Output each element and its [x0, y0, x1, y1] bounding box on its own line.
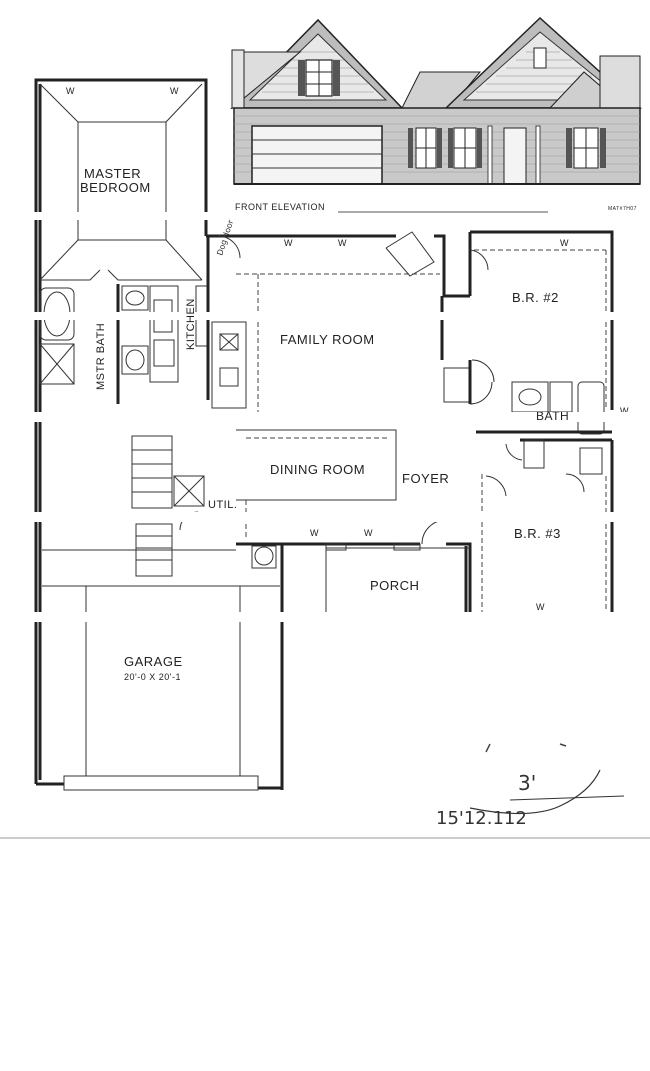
window-mark: W: [66, 86, 75, 96]
garage-size-label: 20'-0 X 20'-1: [124, 672, 181, 682]
elevation-stamp: MAT#7H07: [608, 206, 637, 212]
bath-label: BATH: [536, 409, 569, 423]
window-mark: W: [536, 602, 545, 612]
dimension-note: 3': [518, 771, 536, 795]
family-room-label: FAMILY ROOM: [280, 332, 375, 347]
window-mark: W: [284, 238, 293, 248]
foyer-label: FOYER: [402, 471, 449, 486]
window-mark: W: [338, 238, 347, 248]
utility-label: UTIL.: [208, 499, 237, 511]
code-note: 15'12.112: [436, 808, 527, 829]
window-mark: W: [364, 528, 373, 538]
dining-room-label: DINING ROOM: [270, 462, 365, 477]
bedroom-3-label: B.R. #3: [514, 526, 561, 541]
window-markers: W W W W W W W W W: [66, 86, 629, 612]
window-mark: W: [170, 86, 179, 96]
window-mark: W: [620, 406, 629, 416]
floor-plan-walls: [34, 78, 614, 791]
window-mark: W: [560, 238, 569, 248]
window-mark: W: [310, 528, 319, 538]
master-bedroom-label: BEDROOM: [80, 180, 151, 195]
door-swings: [179, 235, 585, 545]
porch-label: PORCH: [370, 578, 419, 593]
handwritten-strokes: [469, 743, 625, 815]
master-bath-label: MSTR BATH: [95, 323, 107, 390]
front-elevation-title: FRONT ELEVATION: [235, 202, 325, 212]
scan-artifacts: [0, 212, 650, 622]
garage-label: GARAGE: [124, 654, 183, 669]
front-elevation: [230, 16, 642, 213]
kitchen-label: KITCHEN: [185, 298, 197, 350]
master-bedroom-label: MASTER: [84, 166, 141, 181]
bedroom-2-label: B.R. #2: [512, 290, 559, 305]
